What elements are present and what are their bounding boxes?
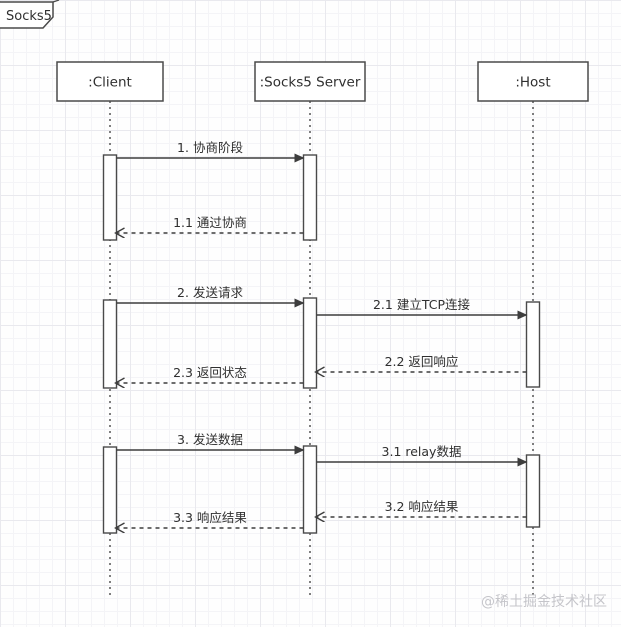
activations-group xyxy=(102,154,541,534)
message-label: 2.2 返回响应 xyxy=(385,354,459,369)
message-label: 3.3 响应结果 xyxy=(173,510,247,525)
frame-label: Socks5 xyxy=(6,9,52,24)
message-label: 1.1 通过协商 xyxy=(173,215,247,230)
actor-box-host xyxy=(477,61,589,102)
frame-corner-line xyxy=(52,0,60,3)
activation-bar-server xyxy=(302,154,318,241)
activation-bar-client xyxy=(102,299,118,389)
actor-label-client: :Client xyxy=(88,75,132,91)
actor-label-server: :Socks5 Server xyxy=(260,75,361,91)
message-label: 3.1 relay数据 xyxy=(382,444,462,459)
actor-label-host: :Host xyxy=(515,75,550,91)
activation-bar-client xyxy=(102,154,118,241)
message-label: 3. 发送数据 xyxy=(177,432,243,447)
activation-bar-host xyxy=(525,301,541,388)
activation-bar-client xyxy=(102,446,118,534)
messages-group: 1. 协商阶段 1.1 通过协商 2. 发送请求 2.1 建立TCP连接 2.2 返回响… xyxy=(117,140,528,528)
activation-bar-host xyxy=(525,454,541,528)
frame-tab-shape xyxy=(0,1,54,29)
message-label: 2.3 返回状态 xyxy=(173,365,247,380)
actor-box-server xyxy=(254,61,366,102)
activation-bar-server xyxy=(302,297,318,389)
message-label: 2.1 建立TCP连接 xyxy=(373,297,471,312)
watermark: @稀土掘金技术社区 xyxy=(481,594,607,610)
frame-tab: Socks5 xyxy=(0,0,60,29)
message-label: 2. 发送请求 xyxy=(177,285,243,300)
message-label: 1. 协商阶段 xyxy=(177,140,243,155)
activation-bar-server xyxy=(302,445,318,534)
message-label: 3.2 响应结果 xyxy=(385,499,459,514)
actor-box-client xyxy=(56,61,164,102)
actors-group: :Client :Socks5 Server :Host xyxy=(56,61,589,102)
